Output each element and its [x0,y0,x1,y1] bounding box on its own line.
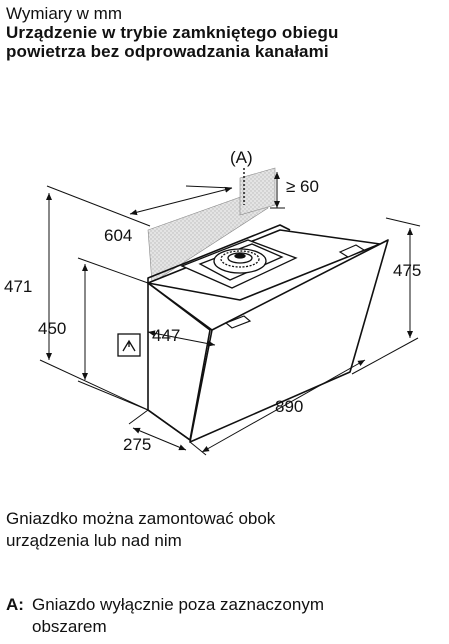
dim-475-ext-top [385,217,421,227]
dim-450-ext-top [77,257,149,284]
legend-line-2: obszarem [32,617,107,636]
mount-brackets [224,244,366,329]
dim-890-line [201,359,366,453]
dim-label-clearance: ≥ 60 [286,177,319,196]
socket-note-line-1: Gniazdko można zamontować obok [6,509,276,528]
dim-label-447: 447 [152,326,180,345]
dim-447-line [147,330,216,347]
title-line-2: powietrza bez odprowadzania kanałami [6,42,329,61]
dim-label-475: 475 [393,261,421,280]
area-marker: (A) [230,148,253,205]
dim-450-ext-bottom [77,380,149,411]
units-label: Wymiary w mm [6,4,122,23]
area-marker-label: (A) [230,148,253,167]
dim-275-ext [128,409,149,425]
dim-471-ext [39,359,149,411]
header: Wymiary w mm Urządzenie w trybie zamknię… [6,4,339,61]
dim-label-890: 890 [275,397,303,416]
dim-label-450: 450 [38,319,66,338]
legend: A: Gniazdo wyłącznie poza zaznaczonym obs… [6,594,324,638]
dim-604-ext [46,185,151,227]
title-line-1: Urządzenie w trybie zamkniętego obiegu [6,23,339,42]
legend-line-1: Gniazdo wyłącznie poza zaznaczonym [32,595,324,614]
dim-275-line [132,427,187,451]
socket-note-line-2: urządzenia lub nad nim [6,531,182,550]
fan-motor-icon [180,239,298,289]
dim-604-ext-2 [185,185,233,189]
dim-label-275: 275 [123,435,151,454]
dim-label-471: 471 [4,277,32,296]
dim-604-line [129,186,233,216]
dim-475-ext-bottom [351,337,419,375]
legend-key: A: [6,595,24,614]
dim-890-ext [189,441,207,456]
dim-label-604: 604 [104,226,132,245]
dimension-drawing: (A) [4,148,421,456]
socket-note: Gniazdko można zamontować obok urządzeni… [6,508,275,552]
socket-icon [117,333,141,357]
